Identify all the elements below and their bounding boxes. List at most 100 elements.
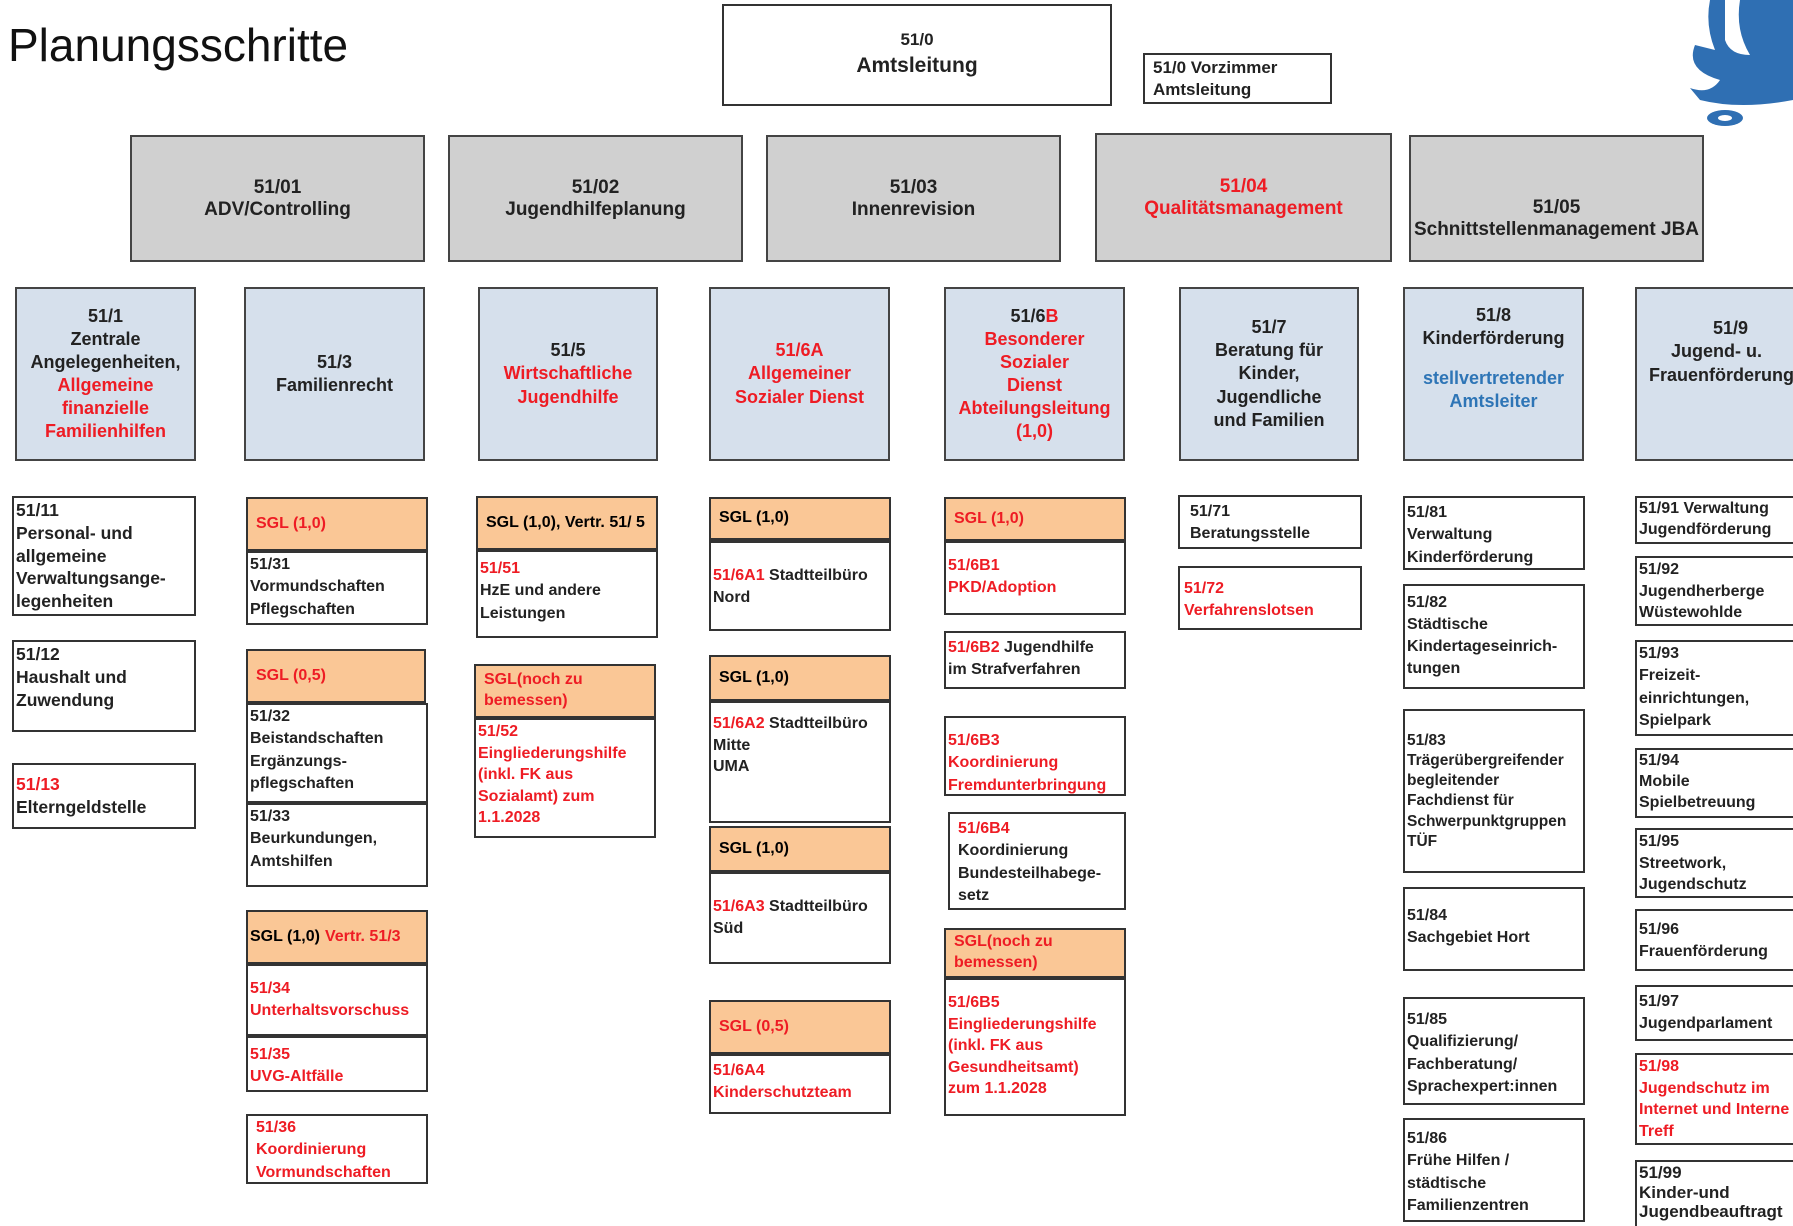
unit-51-91: 51/91 Verwaltung Jugendförderung — [1635, 496, 1793, 544]
unit-text: Vormundschaften — [256, 1163, 391, 1181]
unit-text: Sprachexpert:innen — [1407, 1078, 1558, 1096]
sgl-box: SGL (1,0), Vertr. 51/ 5 — [476, 496, 658, 550]
leadership-box: 51/0 Amtsleitung — [722, 4, 1112, 106]
dept-text: Sozialer Dienst — [734, 386, 865, 407]
unit-code: 51/97 — [1639, 993, 1680, 1010]
unit-code: 51/71 — [1190, 503, 1231, 520]
unit-51-34: 51/34 Unterhaltsvorschuss — [246, 964, 428, 1036]
unit-51-32: 51/32 Beistandschaften Ergänzungs- pfleg… — [246, 703, 428, 803]
dept-text: Kinder, — [1238, 363, 1300, 384]
unit-code: 51/34 — [250, 980, 291, 997]
unit-text: Kindertageseinrich- — [1407, 638, 1558, 656]
vorzimmer-line1: 51/0 Vorzimmer — [1153, 58, 1278, 77]
unit-51-6b1: 51/6B1 PKD/Adoption — [944, 541, 1126, 615]
unit-51-83: 51/83 Trägerübergreifender begleitender … — [1403, 709, 1585, 873]
unit-text: Jugendschutz — [1639, 876, 1747, 894]
unit-text: legenheiten — [16, 591, 114, 611]
unit-text: Vormundschaften — [250, 578, 385, 596]
unit-text: Qualifizierung/ — [1407, 1033, 1519, 1051]
unit-51-6a3: 51/6A3 Stadtteilbüro Süd — [709, 872, 891, 964]
dept-text: 51/7 — [1251, 316, 1287, 337]
dept-text: Angelegenheiten, — [30, 352, 181, 373]
unit-text: Jugendherberge — [1639, 582, 1765, 600]
dept-text: Familienhilfen — [44, 420, 167, 441]
dept-text: Frauenförderung — [1649, 364, 1793, 385]
unit-code: 51/6B3 — [948, 732, 1000, 749]
unit-text: Schwerpunktgruppen — [1407, 812, 1567, 830]
unit-text: städtische — [1407, 1174, 1487, 1192]
unit-51-12: 51/12 Haushalt und Zuwendung — [12, 640, 196, 732]
unit-code: 51/98 — [1639, 1058, 1680, 1075]
unit-code: 51/6B5 — [948, 994, 1000, 1011]
vorzimmer-line2: Amtsleitung — [1153, 80, 1252, 100]
unit-51-6a4: 51/6A4 Kinderschutzteam — [709, 1054, 891, 1114]
unit-code: 51/91 Verwaltung — [1639, 500, 1769, 517]
unit-text: (inkl. FK aus — [948, 1037, 1044, 1055]
unit-text: tungen — [1407, 660, 1461, 678]
unit-text: Spielbetreuung — [1639, 793, 1756, 811]
unit-code: 51/35 — [250, 1046, 291, 1063]
unit-code: 51/85 — [1407, 1011, 1448, 1028]
dept-text: 51/6 — [1010, 306, 1046, 327]
dept-text: stellvertretender — [1422, 367, 1565, 388]
unit-text: Nord — [713, 589, 751, 607]
unit-text: Fachdienst für — [1407, 792, 1514, 810]
unit-code: 51/83 — [1407, 732, 1446, 749]
unit-text: begleitender — [1407, 772, 1500, 790]
unit-text: allgemeine — [16, 545, 107, 566]
leadership-name: Amtsleitung — [856, 54, 978, 77]
unit-code: 51/86 — [1407, 1130, 1448, 1147]
unit-text: Pflegschaften — [250, 600, 355, 618]
unit-text: Gesundheitsamt) — [948, 1058, 1079, 1076]
unit-text: Verfahrenslotsen — [1184, 602, 1314, 620]
unit-code: 51/13 — [16, 774, 60, 794]
unit-text: Eingliederungshilfe — [948, 1015, 1097, 1033]
city-logo — [1670, 0, 1793, 135]
sgl-box: SGL (1,0) — [709, 497, 891, 541]
sgl-box: SGL (0,5) — [246, 649, 426, 703]
dept-text: (1,0) — [1015, 420, 1053, 441]
staff-name: Schnittstellenmanagement JBA — [1413, 218, 1700, 240]
dept-text: finanzielle — [61, 397, 150, 418]
unit-code: 51/81 — [1407, 504, 1448, 521]
unit-51-85: 51/85 Qualifizierung/ Fachberatung/ Spra… — [1403, 997, 1585, 1105]
unit-text: Amtshilfen — [250, 852, 333, 870]
unit-code: 51/99 — [1639, 1163, 1682, 1182]
unit-text: HzE und andere — [480, 582, 601, 600]
department-51-6b: 51/6B Besonderer Sozialer Dienst Abteilu… — [944, 287, 1125, 461]
unit-text: Süd — [713, 920, 744, 938]
dept-text: 51/5 — [550, 339, 586, 360]
vorzimmer-box: 51/0 Vorzimmer Amtsleitung — [1143, 53, 1332, 104]
staff-name: Innenrevision — [851, 198, 976, 220]
unit-text: einrichtungen, — [1639, 689, 1750, 707]
unit-code: 51/6B1 — [948, 557, 1000, 574]
dept-text: Allgemeiner — [747, 363, 852, 384]
dept-text: Jugend- u. — [1671, 341, 1762, 362]
staff-code: 51/03 — [889, 176, 938, 198]
unit-51-97: 51/97 Jugendparlament — [1635, 985, 1793, 1041]
unit-51-35: 51/35 UVG-Altfälle — [246, 1036, 428, 1092]
dept-text: 51/3 — [316, 351, 353, 372]
unit-text: Familienzentren — [1407, 1197, 1529, 1215]
unit-text: Treff — [1639, 1122, 1674, 1140]
dept-text: Sozialer — [999, 352, 1070, 373]
unit-code: 51/33 — [250, 808, 291, 825]
unit-text: Fachberatung/ — [1407, 1055, 1518, 1073]
unit-51-6b5: 51/6B5 Eingliederungshilfe (inkl. FK aus… — [944, 978, 1126, 1116]
dept-text: Besonderer — [984, 329, 1085, 350]
unit-code: 51/36 — [256, 1119, 297, 1136]
unit-51-51: 51/51 HzE und andere Leistungen — [476, 550, 658, 638]
unit-text: Spielpark — [1639, 712, 1712, 730]
unit-code: 51/6A4 — [713, 1062, 765, 1079]
unit-51-33: 51/33 Beurkundungen, Amtshilfen — [246, 803, 428, 887]
unit-text: Verwaltung — [1407, 526, 1493, 544]
unit-51-86: 51/86 Frühe Hilfen / städtische Familien… — [1403, 1118, 1585, 1222]
staff-unit: 51/01 ADV/Controlling — [130, 135, 425, 262]
unit-code: 51/6A3 — [713, 898, 765, 915]
sgl-box: SGL (0,5) — [709, 1000, 891, 1054]
unit-text: Kinder-und — [1639, 1182, 1730, 1202]
sgl-text: Vertr. 51/3 — [324, 927, 401, 945]
unit-code: 51/72 — [1184, 580, 1225, 597]
dept-text: Zentrale — [70, 329, 141, 350]
dept-text: Jugendliche — [1216, 386, 1322, 407]
